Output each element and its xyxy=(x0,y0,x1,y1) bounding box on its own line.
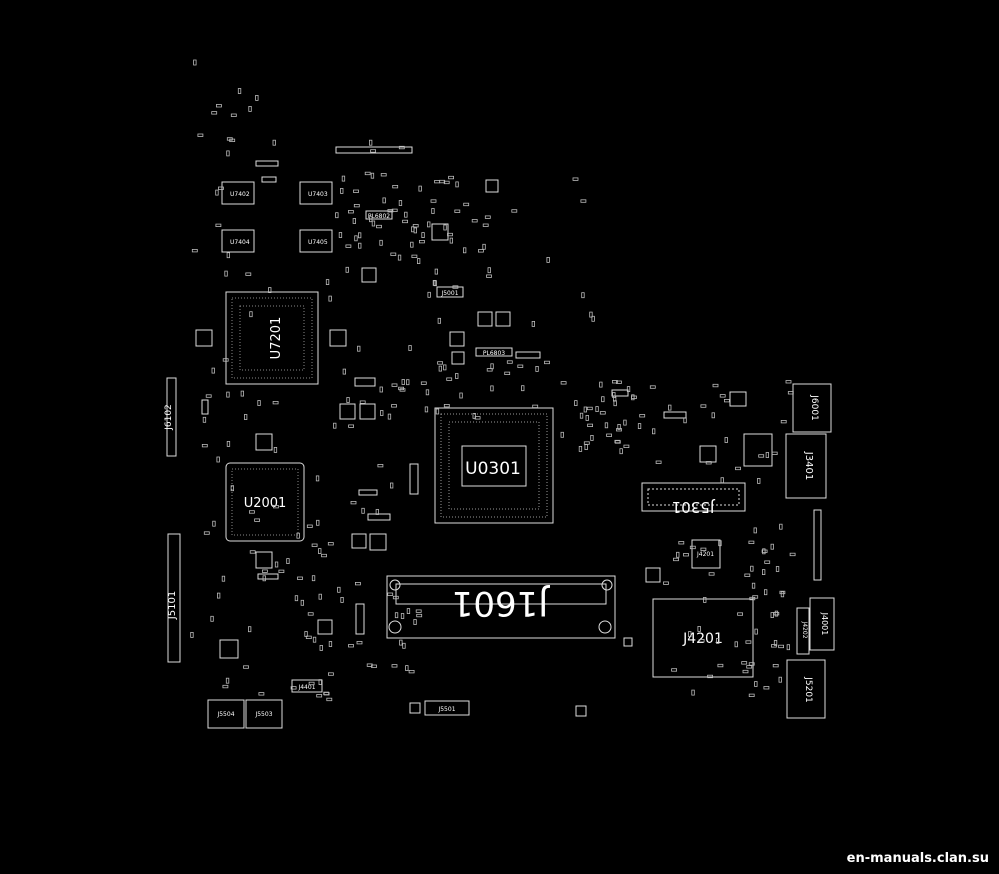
label-j4401: J4401 xyxy=(297,684,315,691)
label-j1601: J1601 xyxy=(452,583,551,623)
label-u7403: U7403 xyxy=(308,191,328,198)
label-j5201: J5201 xyxy=(803,676,813,703)
connector-j5301: J5301 xyxy=(641,482,746,516)
label-u2001: U2001 xyxy=(244,496,287,511)
connector-j1601: J1601 xyxy=(386,575,616,639)
label-u7402: U7402 xyxy=(230,191,250,198)
connector-j5201: J5201 xyxy=(786,659,826,719)
connector-bottom-group: J5504 J5503 J4401 J5501 J5001 PL6802 PL6… xyxy=(207,210,513,729)
label-j5001: J5001 xyxy=(440,290,458,297)
label-u7201: U7201 xyxy=(269,317,284,360)
label-j5301: J5301 xyxy=(672,498,716,516)
connector-j5101: J5101 xyxy=(167,533,181,663)
smd-pads xyxy=(190,59,796,702)
label-pl6802: PL6802 xyxy=(368,213,390,220)
label-j5501: J5501 xyxy=(437,706,455,713)
label-j4201: J4201 xyxy=(682,631,723,647)
label-j5504: J5504 xyxy=(216,711,234,718)
chip-u0301: U0301 xyxy=(434,407,554,524)
connector-j6001: J6001 xyxy=(792,383,832,433)
connector-j6102: J6102 xyxy=(164,377,177,457)
label-j3401: J3401 xyxy=(803,451,814,480)
chip-u2001: U2001 xyxy=(225,462,305,542)
label-j4202: J4202 xyxy=(801,620,808,638)
connector-j3401: J3401 xyxy=(785,433,827,499)
label-pl6803: PL6803 xyxy=(483,350,505,357)
connector-strip xyxy=(813,509,822,581)
memory-chip-group: U7402 U7403 U7404 U7405 xyxy=(221,146,413,253)
label-u7404: U7404 xyxy=(230,239,250,246)
connector-j4201: J4201 J4201 xyxy=(652,539,754,678)
label-j4001: J4001 xyxy=(820,612,829,636)
label-j5503: J5503 xyxy=(254,711,272,718)
misc-components xyxy=(195,179,773,717)
label-j5101: J5101 xyxy=(167,591,178,620)
chip-u7201: U7201 xyxy=(225,291,319,385)
svg-text:J4201: J4201 xyxy=(696,551,714,558)
connector-j4001: J4001 J4202 xyxy=(796,597,835,655)
label-u0301: U0301 xyxy=(465,459,521,479)
label-j6001: J6001 xyxy=(809,394,819,421)
label-j6102: J6102 xyxy=(164,404,174,431)
label-u7405: U7405 xyxy=(308,239,328,246)
watermark-text: en-manuals.clan.su xyxy=(846,851,989,866)
